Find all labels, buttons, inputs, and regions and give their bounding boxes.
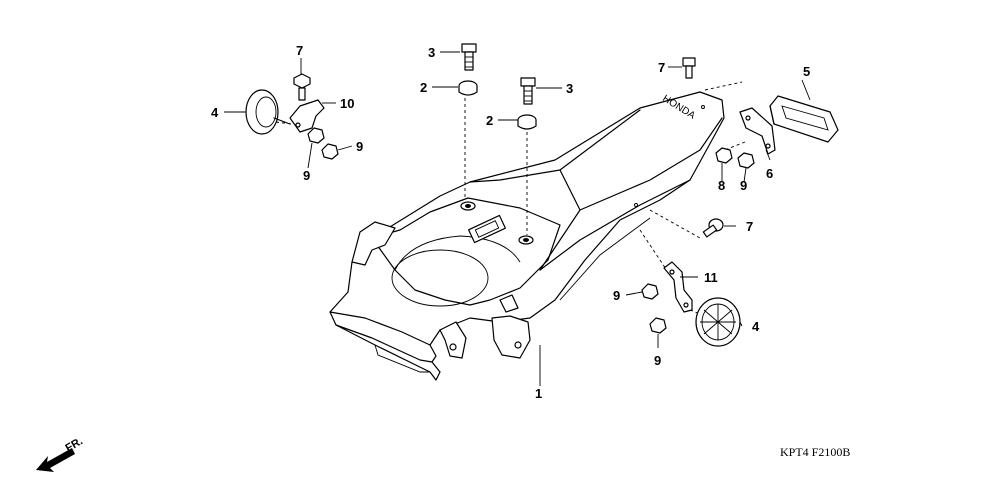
callout-6: 6	[766, 166, 773, 181]
callout-9-bracket: 9	[740, 178, 747, 193]
callout-leaders	[224, 51, 811, 386]
callout-11: 11	[704, 270, 718, 285]
bolt-part-7-top	[682, 57, 696, 79]
nut-part-9-bracket	[737, 152, 755, 169]
callout-3-right: 3	[566, 81, 573, 96]
nut-part-9-low	[649, 317, 667, 334]
nut-part-9-left-lower	[321, 143, 339, 160]
nut-part-9-mid	[641, 283, 659, 300]
arrow-left-icon	[36, 448, 75, 472]
callout-2-right: 2	[486, 113, 493, 128]
bolt-part-3-top	[461, 43, 477, 71]
nut-part-8	[715, 147, 733, 164]
bolt-part-7-left	[293, 73, 311, 101]
bracket-part-11	[663, 261, 693, 313]
diagram-reference-code: KPT4 F2100B	[780, 445, 850, 459]
bracket-part-10	[289, 99, 325, 133]
callout-7-top: 7	[658, 60, 665, 75]
reflector-part-4-right	[695, 297, 741, 347]
callout-7-left: 7	[296, 43, 303, 58]
washer-part-2-top	[458, 80, 478, 96]
callout-1: 1	[535, 386, 542, 401]
reflector-part-4-left	[245, 89, 291, 135]
direction-label: FR.	[64, 435, 85, 454]
callout-9-mid: 9	[613, 288, 620, 303]
bracket-part-6	[739, 107, 776, 155]
callout-9-left-upper: 9	[356, 139, 363, 154]
callout-7-middle: 7	[746, 219, 753, 234]
callout-9-left-lower: 9	[303, 168, 310, 183]
callout-8: 8	[718, 178, 725, 193]
callout-5: 5	[803, 64, 810, 79]
callout-9-low: 9	[654, 353, 661, 368]
callout-2-top: 2	[420, 80, 427, 95]
front-direction-indicator: FR.	[36, 435, 85, 472]
nut-part-9-left-upper	[307, 127, 325, 144]
reflector-part-5	[769, 95, 839, 143]
callout-labels: 3 2 3 2 7 5 6 8 9 7 11 9 9 4 1 4 7 10 9 …	[211, 43, 810, 401]
callout-4-left: 4	[211, 105, 219, 120]
bolt-part-3-right	[520, 77, 536, 105]
callout-10: 10	[340, 96, 354, 111]
bolt-part-7-middle	[702, 218, 724, 238]
rear-fender: HONDA	[329, 91, 725, 381]
washer-part-2-right	[517, 114, 537, 130]
callout-3-top: 3	[428, 45, 435, 60]
callout-4-right: 4	[752, 319, 760, 334]
